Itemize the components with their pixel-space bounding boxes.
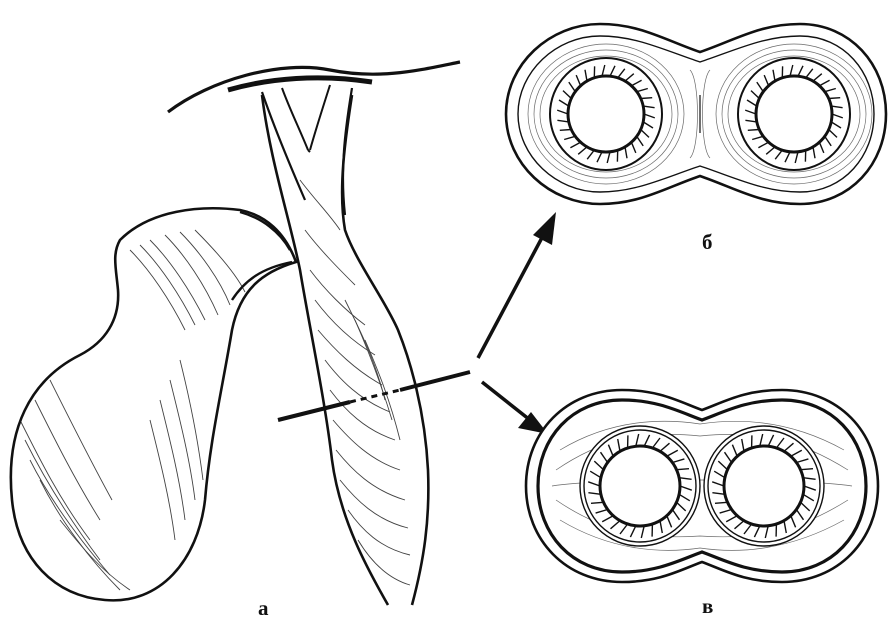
mucosal-fold (715, 502, 728, 503)
mucosal-fold (829, 98, 841, 99)
arrow-to-b (478, 212, 556, 358)
figure-label-a: а (258, 598, 269, 619)
arrow-to-v (482, 382, 548, 434)
figure-label-b: б (702, 232, 713, 253)
section-line (278, 372, 470, 420)
mucosal-fold (677, 469, 690, 470)
hepatic-ducts (262, 85, 352, 215)
mucosal-fold (748, 130, 760, 131)
common-bile-duct (262, 95, 428, 605)
gallbladder (11, 208, 296, 600)
cross-section-v (526, 390, 878, 582)
liver-edge (168, 62, 460, 112)
mucosal-fold (591, 502, 604, 503)
mucosal-fold (641, 98, 653, 99)
figure-label-v: в (702, 596, 713, 617)
mucosal-fold (801, 469, 814, 470)
mucosal-fold (560, 130, 572, 131)
cross-section-b (506, 24, 886, 204)
